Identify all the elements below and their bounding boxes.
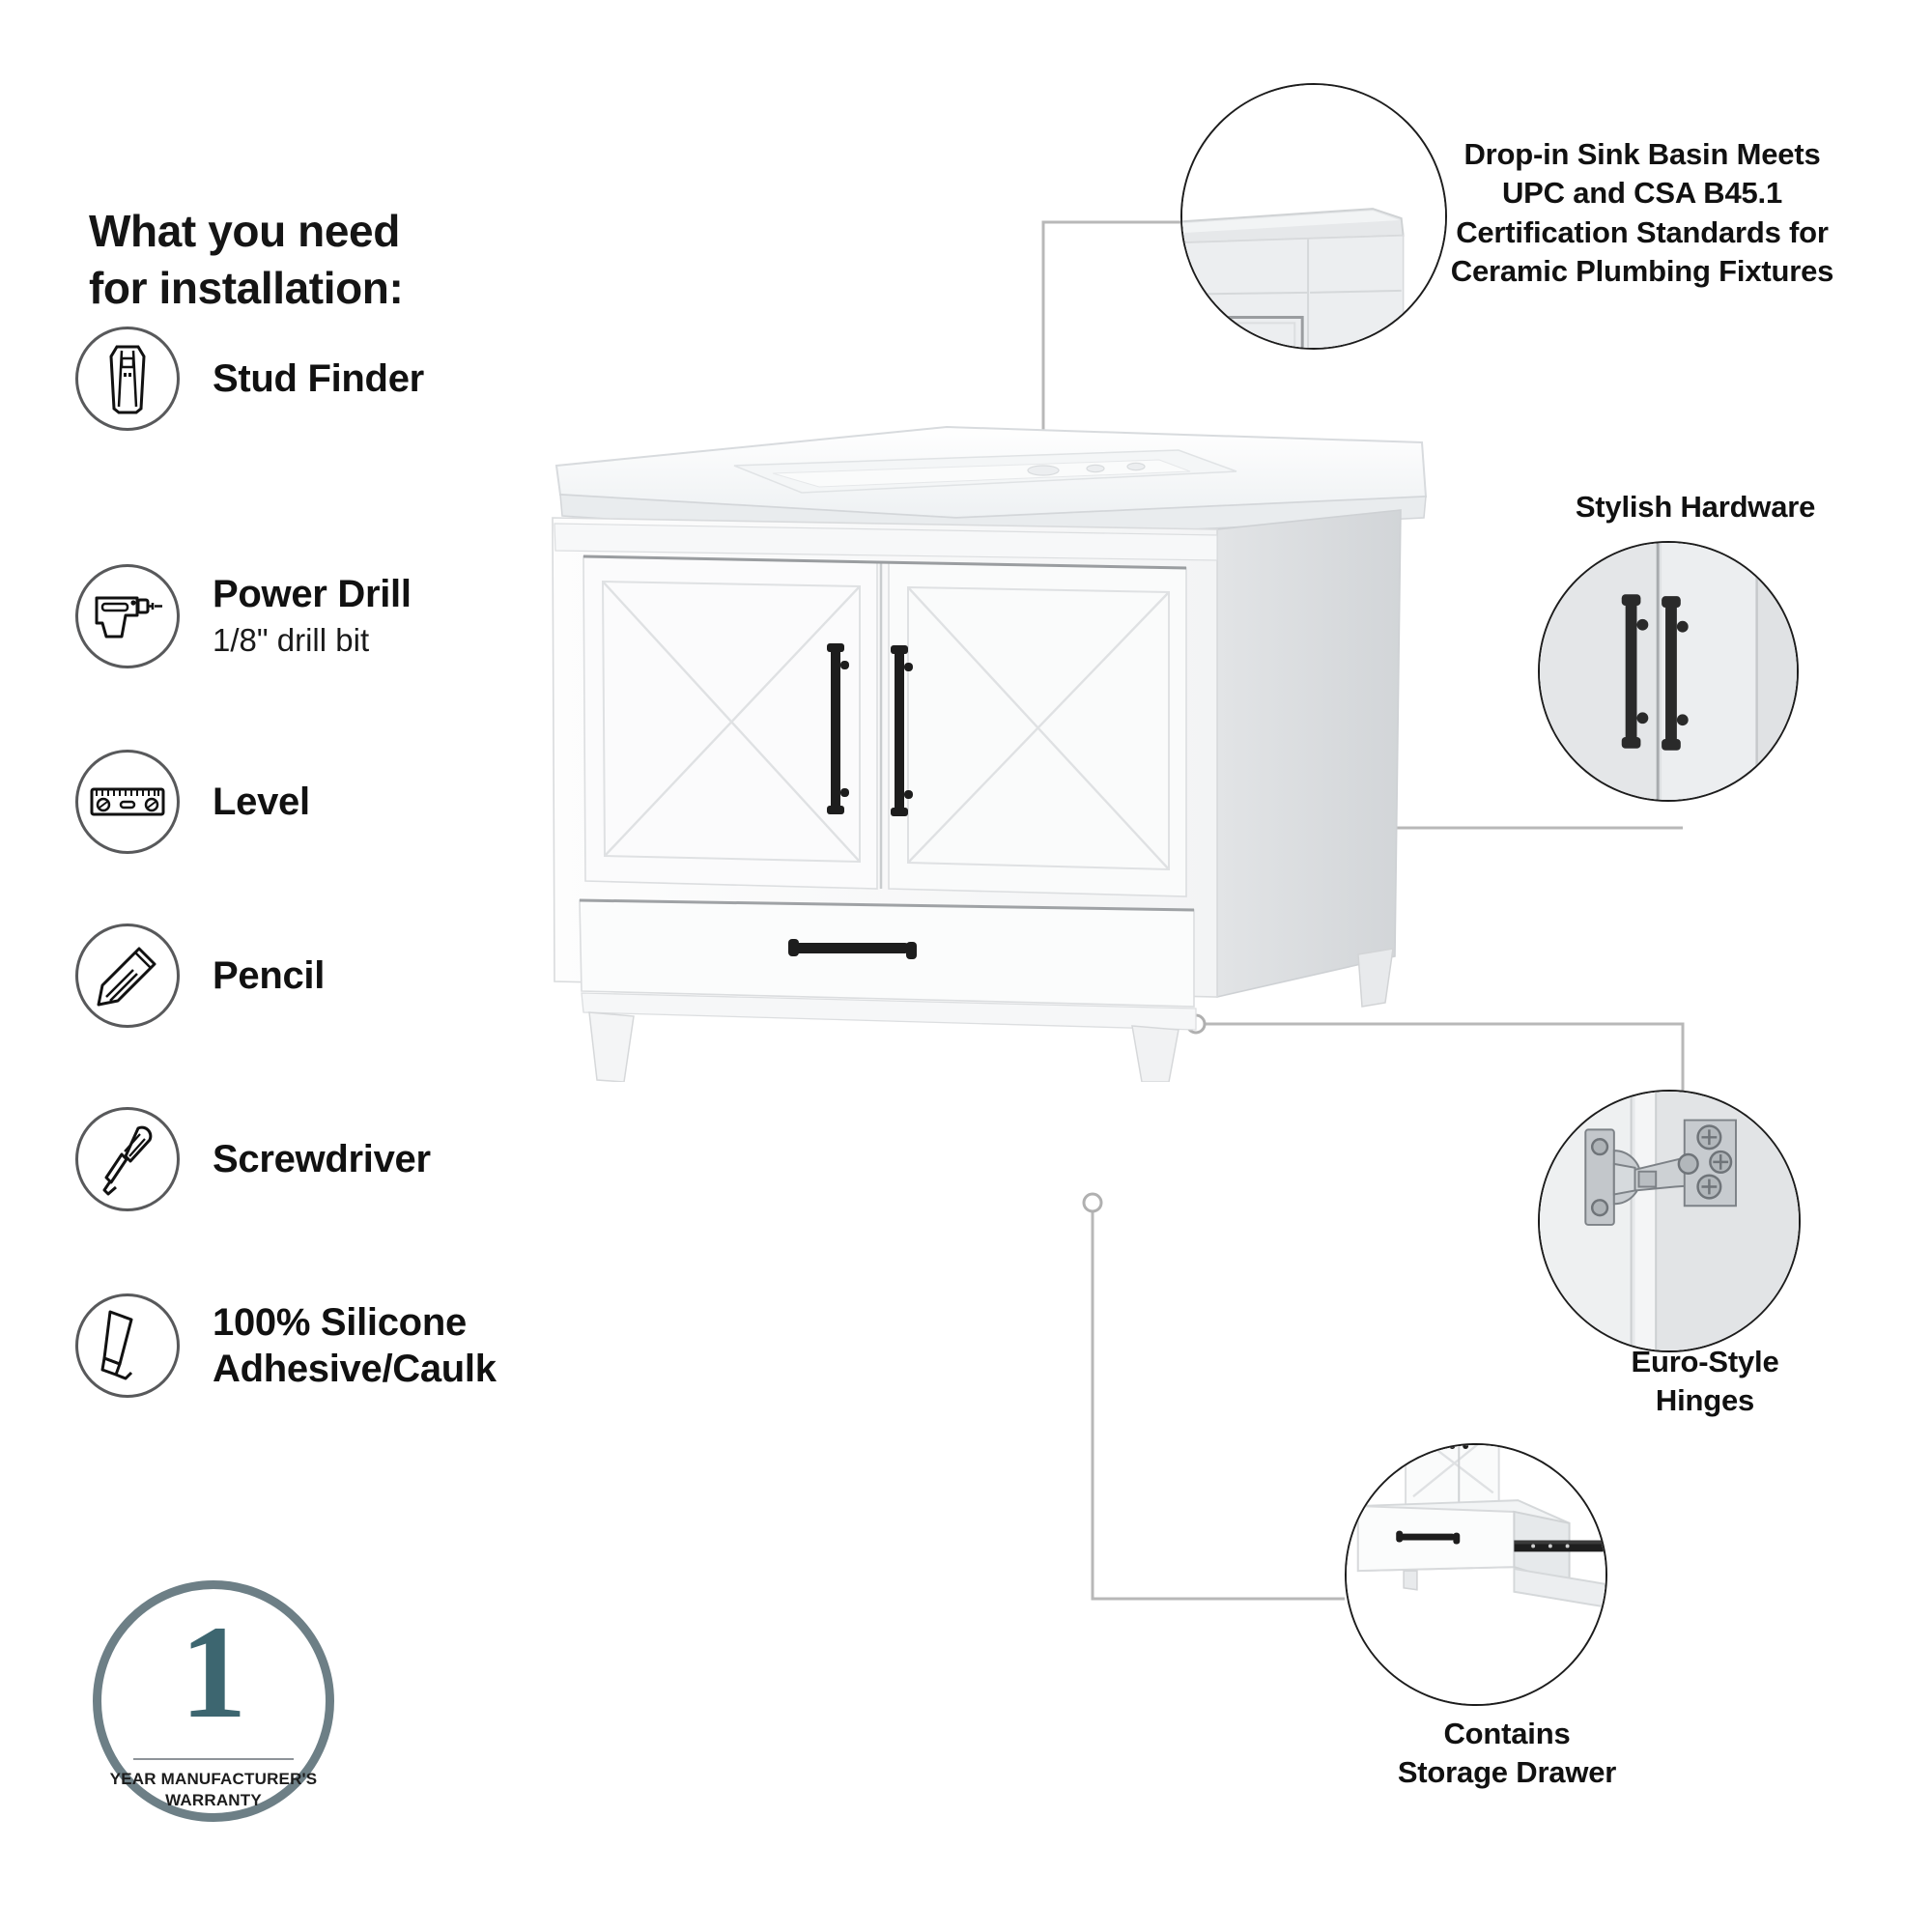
caulk-tube-icon — [75, 1293, 180, 1398]
storage-drawer-detail — [1347, 1445, 1605, 1704]
tool-item-screwdriver: Screwdriver — [75, 1101, 655, 1217]
caption-line: Euro-Style — [1631, 1345, 1779, 1378]
product-image-vanity — [552, 425, 1428, 1082]
callout-bubble-drawer — [1345, 1443, 1607, 1706]
tools-heading-line1: What you need — [89, 206, 400, 256]
warranty-divider — [133, 1758, 294, 1760]
callout-caption-hinges: Euro-Style Hinges — [1521, 1343, 1889, 1421]
vanity-leg-back-right — [1357, 948, 1394, 1008]
warranty-number: 1 — [180, 1598, 247, 1746]
tool-item-power-drill: Power Drill 1/8" drill bit — [75, 558, 655, 674]
door-pull-left — [827, 643, 849, 814]
caption-line: Hinges — [1655, 1383, 1755, 1418]
caption-line: Stylish Hardware — [1575, 490, 1816, 524]
warranty-line1: YEAR MANUFACTURER'S — [109, 1770, 318, 1788]
tool-sublabel: 1/8" drill bit — [213, 621, 370, 658]
warranty-ring — [93, 1580, 334, 1822]
callout-bubble-hinges — [1538, 1090, 1801, 1352]
power-drill-icon — [75, 564, 180, 668]
caption-line: Certification Standards for — [1456, 214, 1829, 249]
door-pull-right — [891, 645, 913, 816]
tool-label: 100% Silicone Adhesive/Caulk — [213, 1301, 497, 1390]
screwdriver-icon — [75, 1107, 180, 1211]
callout-bubble-hardware — [1538, 541, 1799, 802]
stud-finder-icon — [75, 327, 180, 431]
cabinet-door-left — [582, 555, 878, 890]
callout-caption-hardware: Stylish Hardware — [1502, 488, 1889, 526]
tools-heading-line2: for installation: — [89, 262, 404, 313]
tool-item-stud-finder: Stud Finder — [75, 321, 655, 437]
caption-line: Contains — [1443, 1717, 1571, 1750]
euro-hinge-detail — [1540, 1092, 1799, 1350]
pencil-icon — [75, 923, 180, 1028]
vanity-leg-front-left — [588, 1011, 635, 1082]
tools-heading: What you need for installation: — [89, 203, 591, 317]
callout-caption-drawer: Contains Storage Drawer — [1304, 1715, 1710, 1793]
tool-label: Stud Finder — [213, 356, 424, 400]
tool-label: Screwdriver — [213, 1137, 431, 1180]
cabinet-body — [552, 509, 1402, 1082]
bar-pull-hardware-detail — [1540, 543, 1797, 800]
tool-item-silicone-caulk: 100% Silicone Adhesive/Caulk — [75, 1273, 655, 1418]
tool-label: Pencil — [213, 953, 326, 997]
drawer-pull — [788, 939, 917, 959]
tool-label: Power Drill — [213, 573, 412, 616]
callout-bubble-sink — [1180, 83, 1447, 350]
sink-basin-detail — [1182, 85, 1445, 348]
callout-caption-sink: Drop-in Sink Basin Meets UPC and CSA B45… — [1420, 135, 1864, 291]
tool-item-pencil: Pencil — [75, 918, 655, 1034]
caption-line: Storage Drawer — [1397, 1755, 1617, 1790]
cabinet-door-right — [888, 561, 1187, 897]
tool-label: Level — [213, 780, 310, 823]
caption-line: Ceramic Plumbing Fixtures — [1450, 253, 1834, 288]
warranty-line2: WARRANTY — [165, 1791, 262, 1809]
level-icon — [75, 750, 180, 854]
caption-line: Drop-in Sink Basin Meets — [1463, 137, 1821, 171]
vanity-leg-front-right — [1131, 1025, 1179, 1082]
warranty-badge: 1 YEAR MANUFACTURER'S WARRANTY — [93, 1580, 334, 1822]
tool-item-level: Level — [75, 744, 655, 860]
caption-line: UPC and CSA B45.1 — [1501, 176, 1783, 211]
